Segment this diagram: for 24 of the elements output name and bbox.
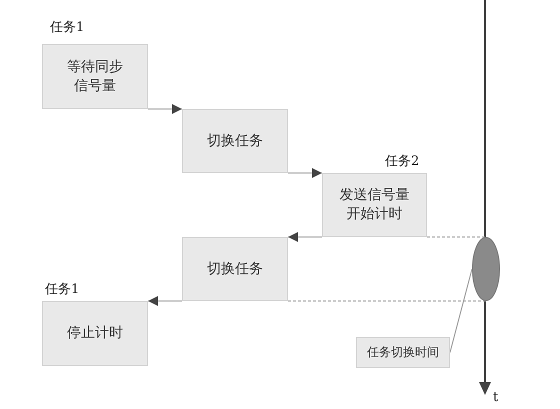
task-label: 任务1 (50, 19, 84, 36)
process-box (356, 337, 450, 368)
task-label: 任务1 (45, 281, 80, 298)
arrow (288, 232, 322, 242)
leader-line (450, 268, 472, 353)
task-label: 任务2 (385, 153, 420, 170)
dashed-line (426, 236, 486, 238)
box-text: 切换任务 (206, 260, 264, 278)
process-box (182, 237, 288, 301)
box-text: 停止计时 (66, 324, 124, 343)
box-text: 等待同步信号量 (66, 58, 124, 96)
arrow (148, 296, 182, 306)
axis-label: t (493, 390, 498, 405)
arrow (148, 104, 182, 114)
process-box (322, 173, 427, 237)
time-interval-ellipse (472, 237, 500, 301)
arrow (288, 168, 322, 178)
box-text: 切换任务 (206, 132, 264, 150)
process-box (42, 301, 148, 366)
process-box (182, 109, 288, 173)
box-text: 任务切换时间 (366, 344, 440, 361)
process-box (42, 44, 148, 109)
dashed-line (288, 300, 486, 302)
box-text: 发送信号量开始计时 (338, 186, 410, 224)
